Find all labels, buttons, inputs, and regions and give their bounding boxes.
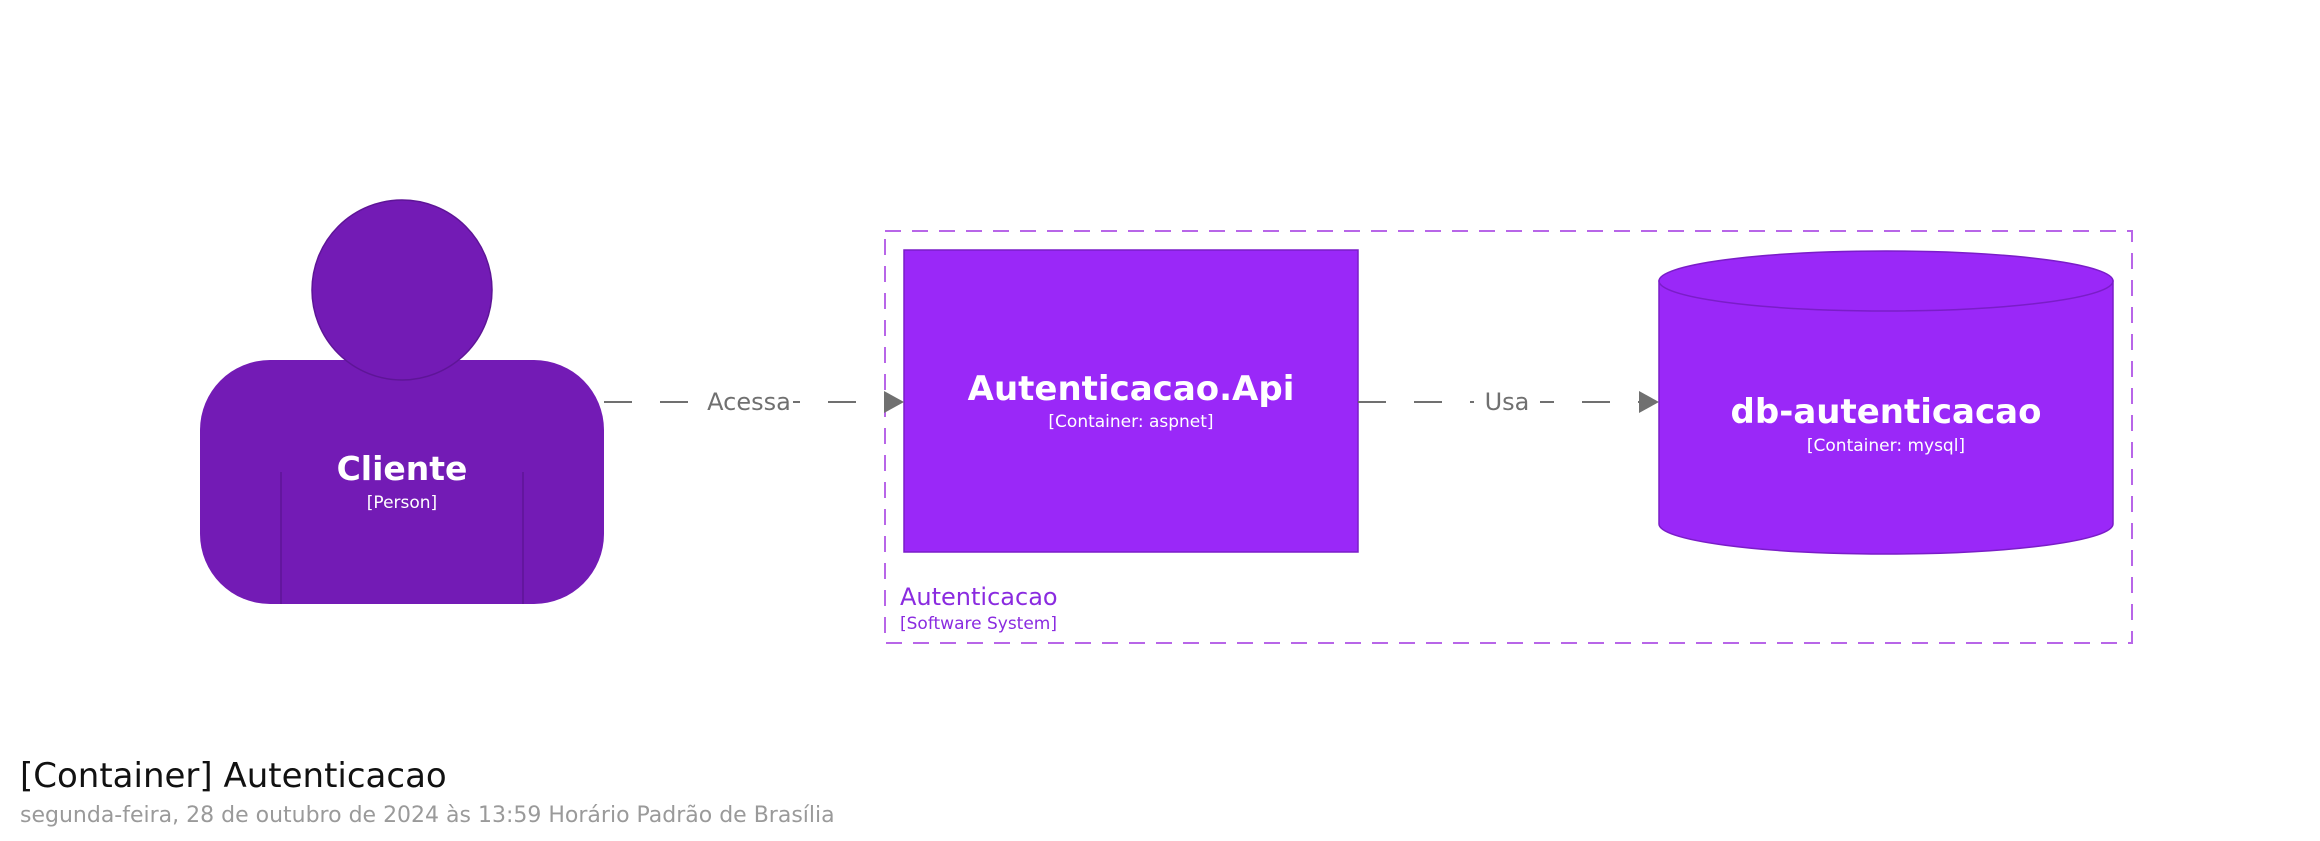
db-cylinder-body: [1658, 280, 2114, 555]
software-system-boundary[interactable]: Autenticacao [Software System]: [884, 230, 2133, 644]
container-db-autenticacao[interactable]: db-autenticacao [Container: mysql]: [1658, 250, 2114, 555]
boundary-type: [Software System]: [900, 614, 1057, 634]
arrowhead-icon: [1639, 391, 1659, 413]
boundary-frame: [884, 230, 2133, 644]
relationship-acessa[interactable]: Acessa: [604, 386, 904, 418]
db-name: db-autenticacao: [1731, 392, 2042, 432]
person-head: [311, 199, 493, 381]
relationship-label: Acessa: [707, 388, 791, 416]
person-name: Cliente: [337, 449, 468, 488]
boundary-name: Autenticacao: [900, 583, 1058, 611]
diagram-title: [Container] Autenticacao: [20, 756, 447, 796]
container-autenticacao-api[interactable]: Autenticacao.Api [Container: aspnet]: [903, 249, 1359, 553]
relationship-label-bg: [705, 386, 793, 418]
arrowhead-icon: [884, 391, 904, 413]
relationship-label: Usa: [1485, 388, 1530, 416]
person-body: [200, 360, 604, 604]
person-type: [Person]: [367, 493, 437, 513]
db-cylinder-top: [1658, 250, 2114, 312]
relationship-usa[interactable]: Usa: [1358, 386, 1659, 418]
relationship-label-bg: [1474, 386, 1540, 418]
person-cliente[interactable]: Cliente [Person]: [200, 199, 604, 604]
api-box: [903, 249, 1359, 553]
api-name: Autenticacao.Api: [968, 369, 1295, 409]
diagram-date: segunda-feira, 28 de outubro de 2024 às …: [20, 803, 835, 828]
db-type: [Container: mysql]: [1807, 436, 1965, 456]
api-type: [Container: aspnet]: [1048, 412, 1213, 432]
